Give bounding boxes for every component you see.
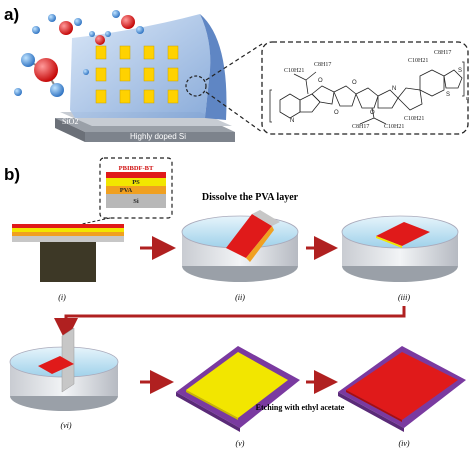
svg-text:N: N — [392, 86, 396, 92]
electrode-array — [95, 45, 179, 104]
molecule-structure: O O O O N N S S — [269, 61, 465, 125]
layer-ps-label: PS — [132, 179, 140, 186]
step-v-substrate — [176, 346, 300, 432]
legend-pointer — [81, 217, 111, 225]
step-iii-dish — [341, 215, 459, 282]
chain-label: C10H21 — [384, 124, 404, 130]
svg-text:O: O — [318, 78, 323, 84]
layer-polymer-label: PBIBDF-BT — [119, 165, 154, 172]
etching-caption: Etching with ethyl acetate — [256, 403, 345, 412]
step-v-label: (v) — [236, 439, 245, 448]
step-ii-label: (ii) — [235, 293, 245, 302]
zoom-line-bottom — [205, 91, 263, 133]
svg-text:S: S — [446, 92, 450, 98]
step-iii-label: (iii) — [398, 293, 410, 302]
panel-a-label: a) — [4, 5, 19, 24]
film-curl — [200, 14, 227, 120]
molecule-box — [261, 41, 469, 135]
svg-text:O: O — [370, 110, 375, 116]
svg-text:S: S — [458, 68, 462, 74]
svg-text:N: N — [290, 118, 294, 124]
sio2-label: SiO2 — [62, 117, 78, 126]
dissolve-caption: Dissolve the PVA layer — [202, 192, 299, 203]
si-label: Highly doped Si — [130, 132, 186, 141]
svg-text:O: O — [334, 110, 339, 116]
svg-text:O: O — [352, 80, 357, 86]
arrow-iii-vi — [54, 306, 406, 342]
step-vi-label: (vi) — [60, 421, 71, 430]
step-i-label: (i) — [58, 293, 66, 302]
zoom-circle — [185, 75, 207, 97]
chain-label: C8H17 — [434, 50, 451, 56]
panel-b-label: b) — [4, 165, 20, 184]
chain-label: C8H17 — [352, 124, 369, 130]
chain-label: C10H21 — [404, 116, 424, 122]
chain-label: C8H17 — [314, 62, 331, 68]
layer-si-label: Si — [133, 198, 139, 205]
step-iv-substrate — [338, 346, 466, 432]
step-i-stack — [12, 224, 124, 282]
chain-label: C10H21 — [408, 58, 428, 64]
step-ii-dish — [181, 210, 299, 282]
layer-legend: PBIBDF-BT PS PVA Si — [106, 165, 166, 208]
step-iv-label: (iv) — [398, 439, 409, 448]
water-molecules — [14, 10, 144, 97]
step-vi-dish — [9, 327, 119, 411]
layer-pva-label: PVA — [120, 187, 133, 194]
chain-label: C10H21 — [284, 68, 304, 74]
repeat-n: n — [466, 96, 469, 102]
